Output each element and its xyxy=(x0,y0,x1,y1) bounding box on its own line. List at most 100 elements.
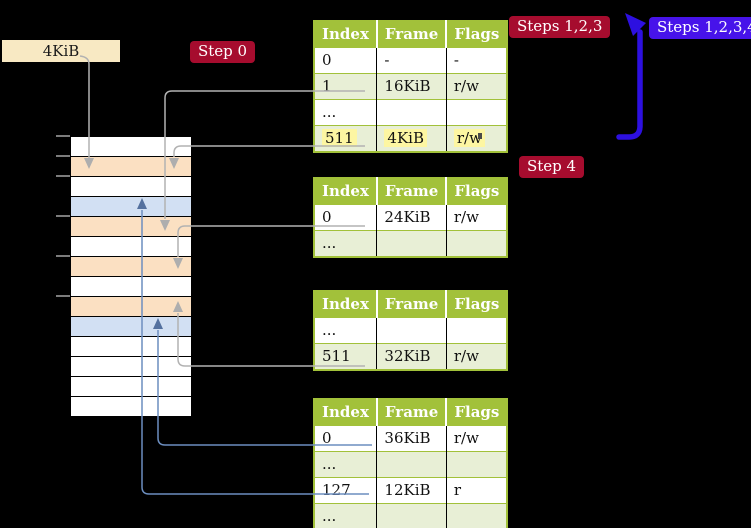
memory-tick xyxy=(56,215,70,217)
step4-label: Step 4 xyxy=(519,156,585,178)
memory-row-plain xyxy=(71,377,191,397)
table-cell: 36KiB xyxy=(376,425,447,452)
memory-row-page-table xyxy=(71,257,191,277)
physical-memory-stack xyxy=(70,136,192,417)
table-cell: r/w xyxy=(445,425,508,452)
page-size-label: 4KiB xyxy=(2,40,120,62)
table-cell xyxy=(376,230,447,257)
steps123-label: Steps 1,2,3 xyxy=(509,16,611,38)
table-cell xyxy=(376,99,447,126)
column-header: Index xyxy=(314,291,378,318)
table-cell: 0 xyxy=(314,204,377,231)
memory-row-page-table xyxy=(71,297,191,317)
memory-row-page-table xyxy=(71,217,191,237)
big-arrowhead-upleft-icon xyxy=(625,13,646,36)
column-header: Index xyxy=(314,399,378,426)
column-header: Index xyxy=(314,21,378,48)
column-header: Frame xyxy=(376,291,448,318)
memory-tick xyxy=(56,155,70,157)
column-header: Flags xyxy=(446,178,508,205)
column-header: Frame xyxy=(376,399,448,426)
table-cell: ... xyxy=(314,503,377,528)
highlighted-value: 4KiB xyxy=(384,129,427,147)
column-header: Flags xyxy=(446,291,508,318)
table-row: ... xyxy=(314,503,508,528)
table-cell: 511 xyxy=(314,343,377,370)
memory-row-mapped-page xyxy=(71,317,191,337)
table-row: 0-- xyxy=(314,47,508,74)
table-cell: ... xyxy=(314,99,377,126)
table-cell: ... xyxy=(314,230,377,257)
table-cell: 4KiB xyxy=(376,125,447,152)
table-cell: - xyxy=(376,47,447,74)
table-cell xyxy=(445,451,508,478)
memory-row-plain xyxy=(71,397,191,416)
table-row: ... xyxy=(314,317,508,344)
table-cell xyxy=(376,317,447,344)
table-cell: ... xyxy=(314,317,377,344)
table-cell: 16KiB xyxy=(376,73,447,100)
memory-tick xyxy=(56,135,70,137)
table-row: ... xyxy=(314,230,508,257)
table-cell: r/w xyxy=(445,125,508,152)
steps1234-label: Steps 1,2,3,4 xyxy=(649,17,751,39)
big-arrow-shaft xyxy=(616,29,643,140)
column-header: Flags xyxy=(446,21,508,48)
table-row: 511 4KiB r/w xyxy=(314,125,508,152)
table-cell xyxy=(445,503,508,528)
table-cell: 24KiB xyxy=(376,204,447,231)
table-cell: r xyxy=(445,477,508,504)
table-cell: 511 xyxy=(314,125,377,152)
memory-row-mapped-page xyxy=(71,197,191,217)
step0-label: Step 0 xyxy=(190,41,256,63)
table-cell xyxy=(445,317,508,344)
memory-tick xyxy=(56,255,70,257)
highlighted-value: 511 xyxy=(322,129,357,147)
memory-row-page-table xyxy=(71,157,191,177)
big-step-arrow xyxy=(616,13,646,140)
memory-row-plain xyxy=(71,237,191,257)
table-cell xyxy=(445,99,508,126)
table-cell: 0 xyxy=(314,425,377,452)
table-cell: 0 xyxy=(314,47,377,74)
table-cell xyxy=(445,230,508,257)
table-cell xyxy=(376,451,447,478)
table-cell: 32KiB xyxy=(376,343,447,370)
memory-tick xyxy=(56,295,70,297)
column-header: Frame xyxy=(376,178,448,205)
table-cell: r/w xyxy=(445,73,508,100)
table-cell: 12KiB xyxy=(376,477,447,504)
highlighted-value: r/w xyxy=(453,129,485,147)
column-header: Index xyxy=(314,178,378,205)
table-cell: 127 xyxy=(314,477,377,504)
memory-row-plain xyxy=(71,337,191,357)
table-cell xyxy=(376,503,447,528)
table-cell: ... xyxy=(314,451,377,478)
memory-row-plain xyxy=(71,177,191,197)
memory-row-plain xyxy=(71,137,191,157)
memory-row-plain xyxy=(71,277,191,297)
table-cell: 1 xyxy=(314,73,377,100)
column-header: Flags xyxy=(446,399,508,426)
table-row: ... xyxy=(314,99,508,126)
table-cell: - xyxy=(445,47,508,74)
memory-tick xyxy=(56,175,70,177)
memory-row-plain xyxy=(71,357,191,377)
column-header: Frame xyxy=(376,21,448,48)
table-cell: r/w xyxy=(445,343,508,370)
table-row: ... xyxy=(314,451,508,478)
